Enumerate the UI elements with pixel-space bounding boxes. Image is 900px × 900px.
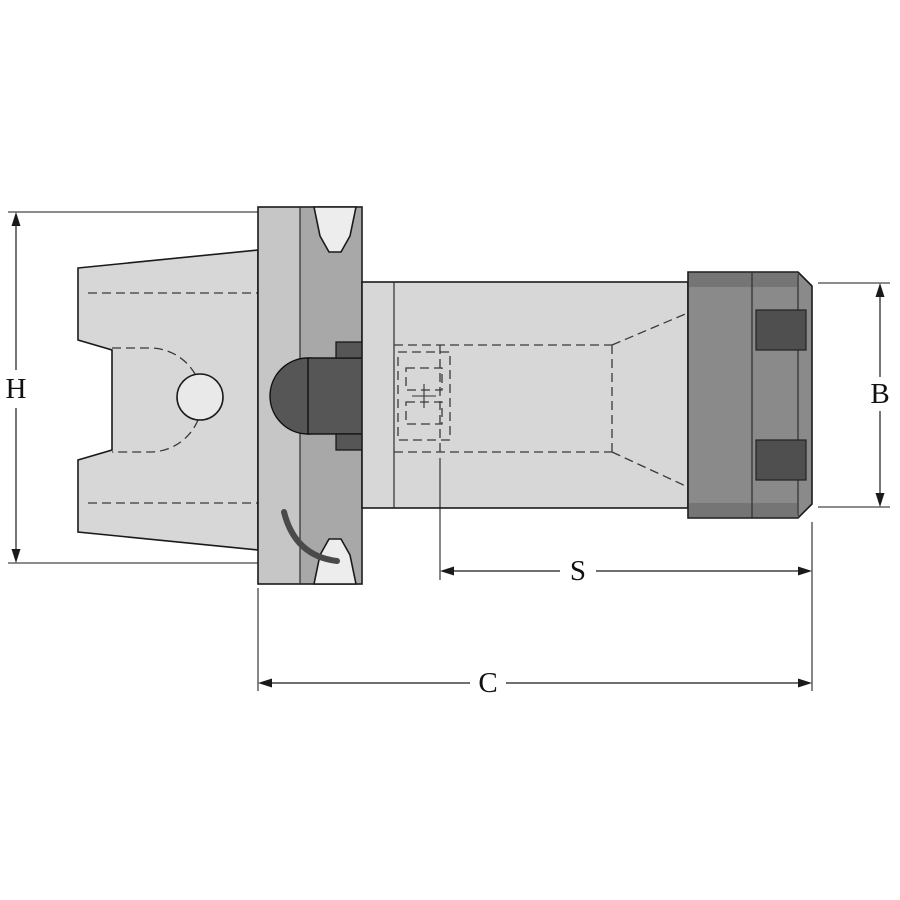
s-arrow-left bbox=[440, 566, 454, 576]
s-dim-label: S bbox=[570, 555, 586, 587]
gripper-groove-top bbox=[313, 206, 357, 253]
c-arrow-right bbox=[798, 678, 812, 688]
collet-nut-group bbox=[687, 271, 813, 519]
c-dim-label: C bbox=[478, 667, 497, 699]
collet-taper-top bbox=[611, 311, 691, 346]
b-arrow-bottom bbox=[875, 493, 885, 507]
shank-outline bbox=[77, 249, 259, 551]
h-arrow-bottom bbox=[11, 549, 21, 563]
b-arrow-top bbox=[875, 283, 885, 297]
dimensions-group: H B S C bbox=[6, 211, 890, 699]
collet-taper-bottom bbox=[611, 451, 691, 489]
nut-shading-band-bottom bbox=[689, 503, 797, 517]
h-dim-label: H bbox=[6, 373, 27, 405]
h-arrow-top bbox=[11, 212, 21, 226]
collet-nut-outline bbox=[687, 271, 813, 519]
c-arrow-left bbox=[258, 678, 272, 688]
nut-slot-bottom bbox=[755, 439, 807, 481]
dimension-c: C bbox=[257, 588, 812, 699]
dimension-b: B bbox=[818, 282, 890, 508]
nut-slot-top bbox=[755, 309, 807, 351]
dimension-h: H bbox=[6, 211, 258, 564]
shank-hole-circle bbox=[176, 373, 224, 421]
shank-group bbox=[77, 249, 296, 551]
body-group bbox=[361, 281, 691, 509]
s-arrow-right bbox=[798, 566, 812, 576]
drive-block bbox=[307, 357, 367, 435]
flange-group bbox=[257, 206, 367, 585]
groove-shading-arc bbox=[281, 509, 340, 564]
body-outline bbox=[361, 281, 689, 509]
nut-shading-band-top bbox=[689, 273, 797, 287]
dimension-s: S bbox=[439, 458, 813, 691]
b-dim-label: B bbox=[870, 378, 889, 410]
